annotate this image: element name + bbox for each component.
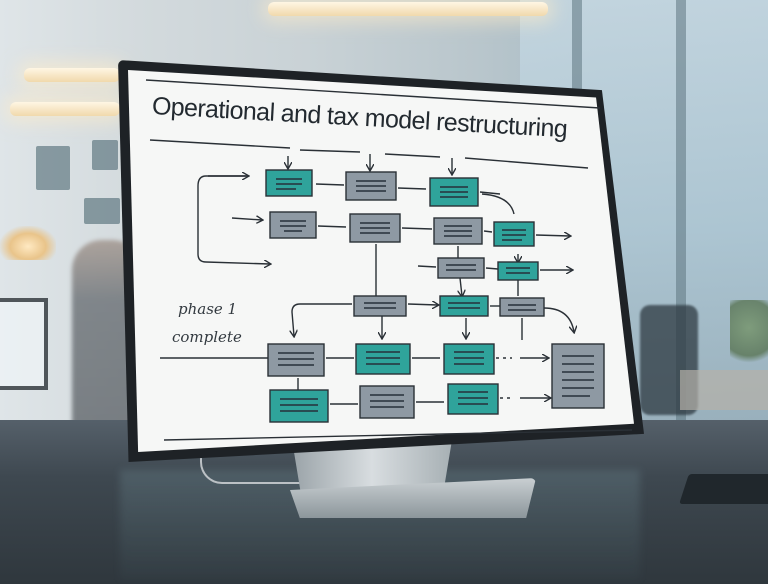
flow-box bbox=[269, 211, 317, 239]
title-rule bbox=[149, 139, 291, 149]
pendant-lamp bbox=[0, 226, 56, 260]
phase-annotation-line2: complete bbox=[172, 328, 242, 346]
ceiling-light bbox=[10, 102, 120, 116]
flow-box bbox=[447, 383, 499, 415]
bottom-rule bbox=[163, 429, 633, 441]
flow-box bbox=[355, 343, 411, 375]
flow-box bbox=[443, 343, 495, 375]
loop-arrow bbox=[197, 175, 270, 264]
window-mullion bbox=[676, 0, 686, 420]
window-sill bbox=[680, 370, 768, 410]
diagram-lines bbox=[145, 79, 633, 441]
monitor-cable bbox=[200, 458, 302, 484]
flow-box bbox=[439, 295, 489, 317]
top-rule bbox=[145, 79, 601, 109]
flow-box bbox=[497, 261, 539, 281]
phase-annotation-line1: phase 1 bbox=[178, 300, 238, 318]
flow-box bbox=[269, 389, 329, 423]
wall-picture bbox=[92, 140, 118, 170]
plant bbox=[730, 300, 768, 370]
flow-box bbox=[493, 221, 535, 247]
ceiling-light bbox=[268, 2, 548, 16]
wall-picture bbox=[84, 198, 120, 224]
ceiling-light bbox=[24, 68, 120, 82]
flow-box bbox=[353, 295, 407, 317]
flow-box bbox=[359, 385, 415, 419]
box-text-lines bbox=[276, 178, 594, 412]
flow-box bbox=[437, 257, 485, 279]
background-monitor bbox=[0, 298, 48, 390]
flow-box bbox=[551, 343, 605, 409]
flow-box bbox=[267, 343, 325, 377]
diagram-boxes bbox=[265, 169, 605, 423]
wall-picture bbox=[36, 146, 70, 190]
flow-box bbox=[265, 169, 313, 197]
flow-box bbox=[499, 297, 545, 317]
